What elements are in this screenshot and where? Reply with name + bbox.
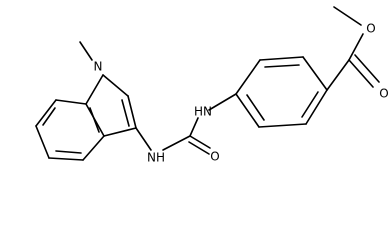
bond-indole-c3-c3a [103, 127, 137, 137]
bond-benzo-c7a-c7 [55, 99, 87, 105]
bond-aryl-5 [258, 123, 307, 128]
ester-o-single-label: O [366, 22, 375, 36]
bond-c3-nh [135, 127, 152, 151]
bond-ester-c-o-single [348, 33, 364, 61]
bond-layer [35, 6, 380, 161]
aryl-nh-label: HN [194, 105, 212, 119]
bond-urea-co-1 [189, 135, 211, 149]
bond-aryl-double-1 [264, 64, 300, 68]
bond-hn-aryl [208, 93, 237, 111]
bond-benzo-double-3 [89, 107, 100, 133]
bond-benzo-c4-c3a [82, 135, 105, 161]
bond-indole-n-c7a [85, 74, 104, 105]
bond-ester-co-1 [348, 59, 374, 88]
bond-nh-urea-c [162, 135, 191, 151]
bond-aryl-2 [259, 56, 304, 61]
atom-label-layer: N NH O HN O O [94, 22, 389, 165]
urea-oxygen-label: O [210, 150, 219, 164]
bond-urea-co-2 [188, 141, 210, 155]
indole-nitrogen-label: N [94, 60, 103, 74]
bond-indole-c2-c3-double [121, 99, 130, 127]
bond-aryl-6 [235, 93, 260, 128]
bond-benzo-double-2 [55, 150, 82, 154]
bond-ester-o-methyl [333, 6, 362, 26]
bond-ester-co-2 [354, 54, 380, 83]
bond-indole-c2-c3 [127, 95, 137, 129]
bond-aryl-ester-c [326, 59, 350, 91]
bond-aryl-3 [302, 56, 328, 91]
bond-aryl-double-2 [301, 91, 319, 118]
bond-benzo-c6-c5 [35, 125, 50, 159]
bond-benzo-c7-c6 [35, 99, 57, 127]
bond-aryl-double-3 [246, 94, 265, 121]
bond-aryl-1 [235, 59, 261, 95]
bond-n-methyl [79, 41, 93, 61]
bond-benzo-c5-c4 [48, 157, 84, 161]
structure-canvas: N NH O HN O O [35, 6, 389, 165]
ester-o-carbonyl-label: O [379, 87, 388, 101]
indole-nh-label: NH [147, 151, 165, 165]
bond-benzo-double-1 [42, 107, 56, 126]
bond-aryl-4 [305, 89, 328, 125]
molecule-diagram: N NH O HN O O [35, 6, 389, 165]
bond-urea-c-hn [189, 117, 199, 137]
bond-indole-n-c2 [102, 74, 129, 97]
